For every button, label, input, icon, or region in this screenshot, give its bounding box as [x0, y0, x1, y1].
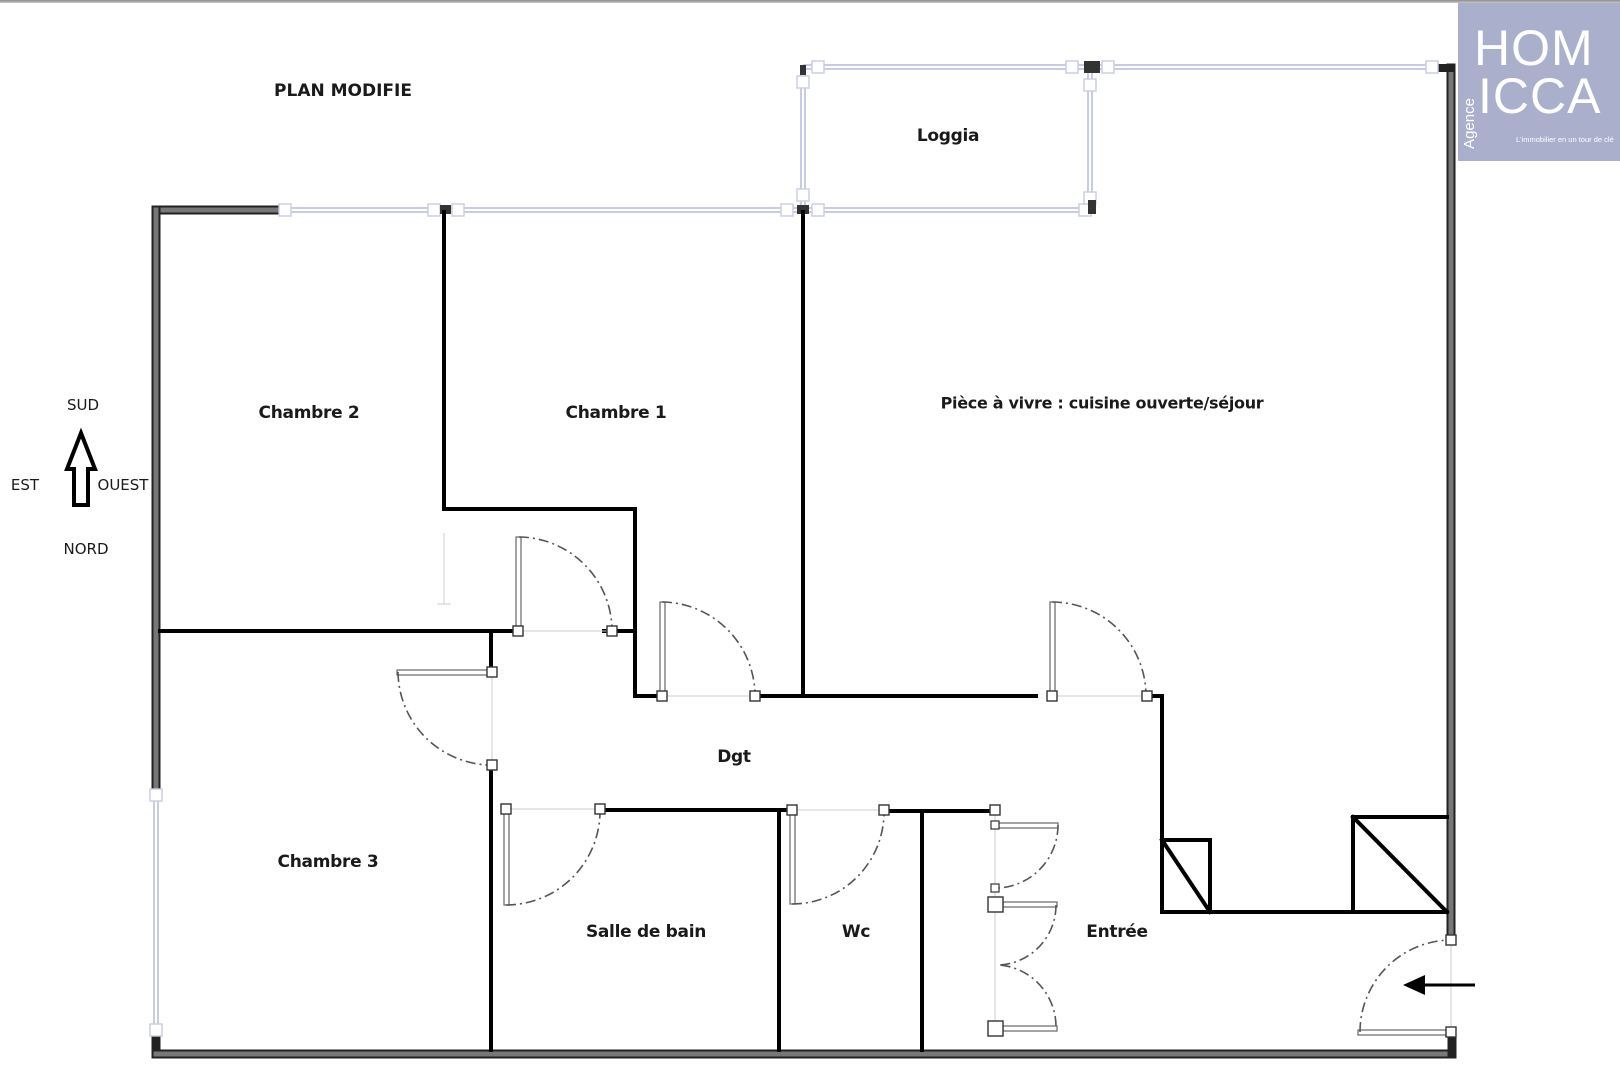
compass-ouest: OUEST	[97, 476, 149, 494]
logo-tagline: L'immobilier en un tour de clé	[1516, 135, 1614, 144]
room-label-loggia: Loggia	[916, 126, 980, 146]
interior-walls	[158, 210, 1450, 1052]
plan-title: PLAN MODIFIE	[274, 81, 412, 101]
door-living	[1046, 601, 1153, 702]
compass-sud: SUD	[66, 396, 100, 414]
door-wc	[786, 804, 890, 905]
room-label-entree: Entrée	[1086, 922, 1148, 942]
agency-logo: HOM ICCA Agence L'immobilier en un tour …	[1458, 3, 1620, 161]
doors	[396, 536, 1457, 1038]
room-label-salle-de-bain: Salle de bain	[585, 922, 707, 942]
door-chambre2	[512, 536, 618, 637]
door-chambre3	[396, 666, 498, 771]
logo-line1: HOM	[1474, 20, 1594, 76]
top-border	[0, 0, 1620, 3]
room-label-wc: Wc	[841, 922, 871, 942]
compass-est: EST	[10, 476, 40, 494]
room-label-piece-a-vivre: Pièce à vivre : cuisine ouverte/séjour	[940, 393, 1264, 413]
room-label-chambre2: Chambre 2	[258, 403, 360, 423]
entry-arrow-icon	[1403, 975, 1475, 995]
logo-vertical-text: Agence	[1460, 98, 1478, 149]
compass-nord: NORD	[63, 540, 109, 558]
logo-line2: ICCA	[1478, 68, 1602, 124]
exterior-walls	[151, 63, 1457, 1059]
door-salle-de-bain	[500, 803, 606, 906]
north-arrow-icon	[64, 427, 98, 507]
room-label-chambre3: Chambre 3	[277, 852, 379, 872]
door-chambre1	[656, 601, 761, 702]
room-label-chambre1: Chambre 1	[565, 403, 667, 423]
room-label-dgt: Dgt	[717, 747, 751, 767]
windows	[149, 60, 1439, 1037]
closet-doors	[987, 804, 1059, 1037]
